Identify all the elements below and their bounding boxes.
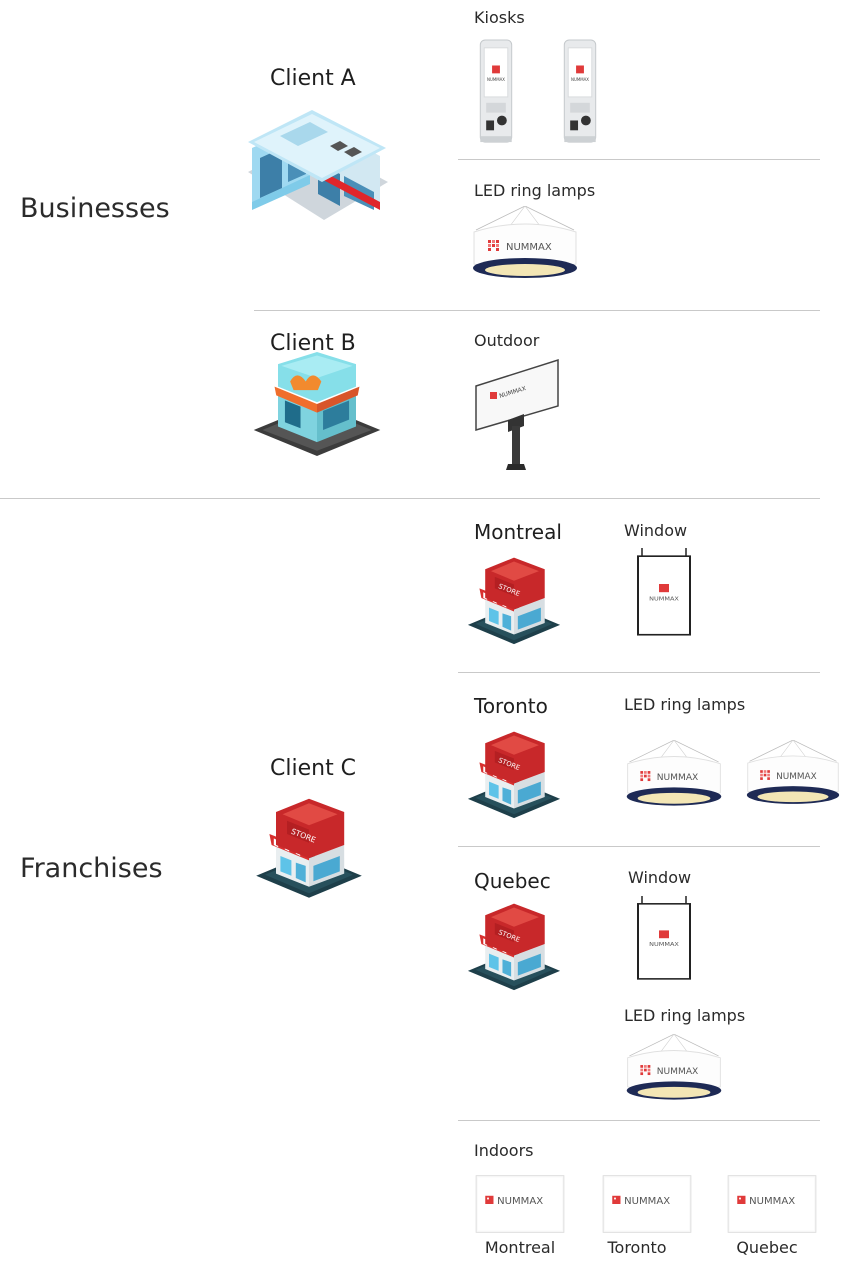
product-outdoor-label: Outdoor [474, 331, 540, 350]
window-display-icon [634, 548, 694, 638]
store-icon [254, 790, 364, 900]
divider [458, 672, 820, 673]
window-display-icon [634, 896, 694, 982]
led-ring-lamp-icon [624, 740, 724, 816]
kiosk-icon [476, 38, 516, 146]
product-led-ring-lamps-label: LED ring lamps [474, 181, 596, 200]
divider [458, 846, 820, 847]
product-window-label: Window [624, 521, 688, 540]
category-franchises: Franchises [20, 853, 163, 884]
kiosk-icon [560, 38, 600, 146]
product-indoors-label: Indoors [474, 1141, 534, 1160]
indoor-display-icon [722, 1172, 822, 1242]
client-a-name: Client A [270, 66, 356, 91]
location-montreal: Montreal [474, 520, 562, 544]
indoor-caption-quebec: Quebec [736, 1238, 798, 1257]
billboard-icon [472, 352, 562, 472]
product-led-ring-lamps-label: LED ring lamps [624, 1006, 746, 1025]
location-toronto: Toronto [474, 694, 548, 718]
store-icon [466, 550, 562, 646]
led-ring-lamp-icon [744, 740, 842, 816]
product-led-ring-lamps-label: LED ring lamps [624, 695, 746, 714]
divider [458, 159, 820, 160]
category-businesses: Businesses [20, 193, 170, 224]
indoor-caption-toronto: Toronto [607, 1238, 667, 1257]
indoor-display-icon [470, 1172, 570, 1242]
product-window-label: Window [628, 868, 692, 887]
store-icon [466, 724, 562, 820]
divider [0, 498, 820, 499]
shop-building-icon [240, 102, 390, 232]
divider [254, 310, 820, 311]
led-ring-lamp-icon [470, 206, 580, 286]
location-quebec: Quebec [474, 869, 551, 893]
product-kiosks-label: Kiosks [474, 8, 525, 27]
client-b-name: Client B [270, 331, 356, 356]
indoor-caption-montreal: Montreal [484, 1238, 556, 1257]
store-icon [466, 896, 562, 992]
indoor-display-icon [597, 1172, 697, 1242]
shop-building-icon [252, 352, 382, 472]
divider [458, 1120, 820, 1121]
led-ring-lamp-icon [624, 1034, 724, 1110]
client-c-name: Client C [270, 756, 357, 781]
